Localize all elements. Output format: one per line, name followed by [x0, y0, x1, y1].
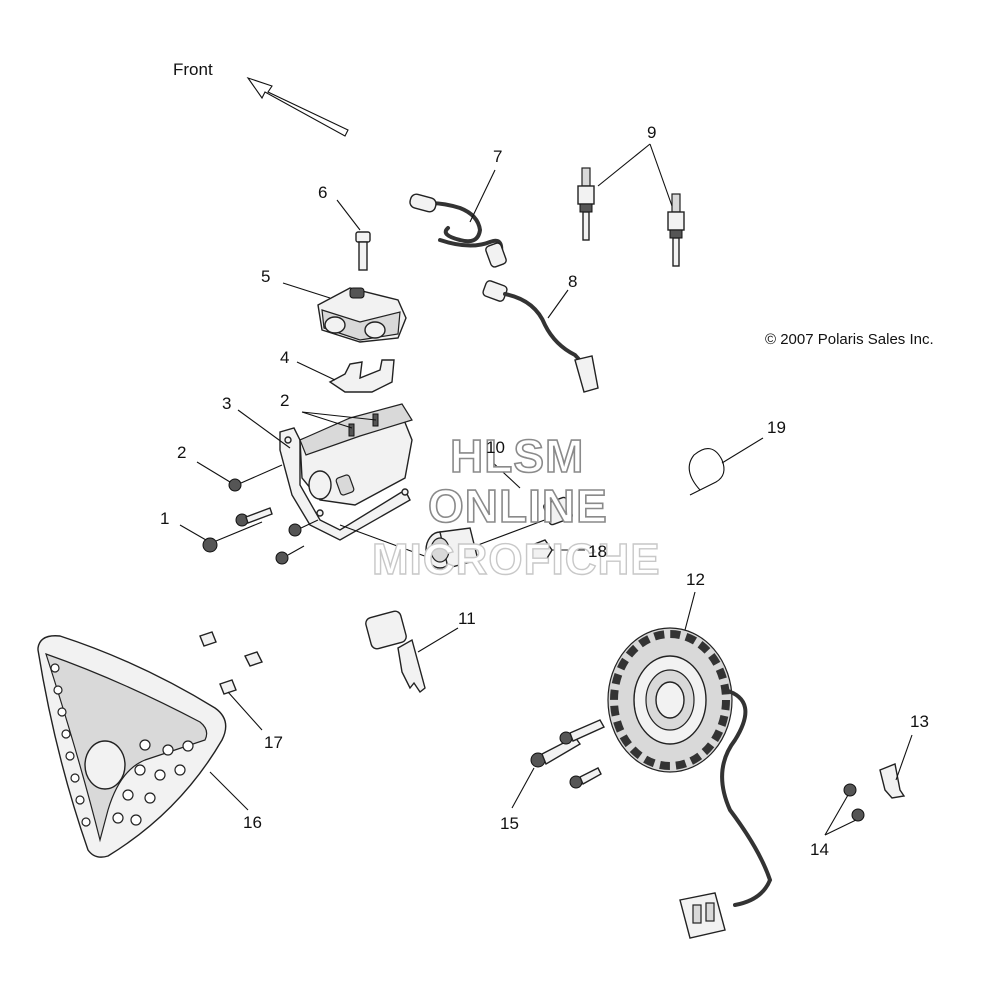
callout-3: 3: [222, 394, 231, 413]
callout-8: 8: [568, 272, 577, 291]
key-part-11: [365, 610, 426, 694]
screws: [235, 507, 319, 565]
bolt-part-6: [355, 231, 371, 271]
callout-labels: 1 2 2 3 4 5 6 7 8 9 10 11 12 13 14 15 16…: [160, 123, 929, 859]
callout-15: 15: [500, 814, 519, 833]
callout-1: 1: [160, 509, 169, 528]
screws-part-14: [843, 783, 865, 822]
spark-plug-part-9a: [577, 167, 595, 241]
watermark: HLSM ONLINE MICROFICHE: [371, 429, 661, 585]
coil-bracket-part-4: [328, 359, 395, 393]
front-arrow-icon: [246, 76, 349, 137]
stator-bolts-part-15: [530, 719, 605, 789]
callout-11: 11: [458, 609, 476, 628]
bolt-part-1: [202, 521, 263, 553]
callout-10: 10: [486, 438, 505, 457]
callout-4: 4: [280, 348, 289, 367]
callout-7: 7: [493, 147, 502, 166]
callout-16: 16: [243, 813, 262, 832]
callout-18: 18: [588, 542, 607, 561]
callout-2: 2: [280, 391, 289, 410]
callout-9: 9: [647, 123, 656, 142]
callout-12: 12: [686, 570, 705, 589]
callout-5: 5: [261, 267, 270, 286]
callout-17: 17: [264, 733, 283, 752]
callout-19: 19: [767, 418, 786, 437]
stator-clamp-part-13: [879, 763, 906, 799]
spark-plug-wire-part-8: [482, 280, 599, 393]
ignition-bracket-part-3: [279, 403, 413, 541]
tie-strap-part-19: [688, 448, 725, 496]
clips-part-17: [199, 631, 263, 695]
watermark-line-2: ONLINE: [428, 480, 608, 532]
spark-plug-wire-part-7: [409, 193, 507, 268]
front-label: Front: [173, 60, 213, 79]
spark-plug-part-9b: [667, 193, 685, 267]
cover-part-16: [37, 635, 227, 858]
ignition-coil-part-5: [317, 287, 407, 343]
stator-part-12: [607, 627, 773, 939]
callout-6: 6: [318, 183, 327, 202]
copyright-text: © 2007 Polaris Sales Inc.: [765, 331, 934, 348]
ignition-switch-part-10: [425, 496, 573, 569]
watermark-line-1: HLSM: [450, 430, 584, 482]
callout-14: 14: [810, 840, 829, 859]
nut-part-18: [531, 539, 553, 563]
callout-2: 2: [177, 443, 186, 462]
watermark-line-3: MICROFICHE: [372, 535, 661, 584]
bolt-part-2: [228, 464, 283, 492]
callout-13: 13: [910, 712, 929, 731]
